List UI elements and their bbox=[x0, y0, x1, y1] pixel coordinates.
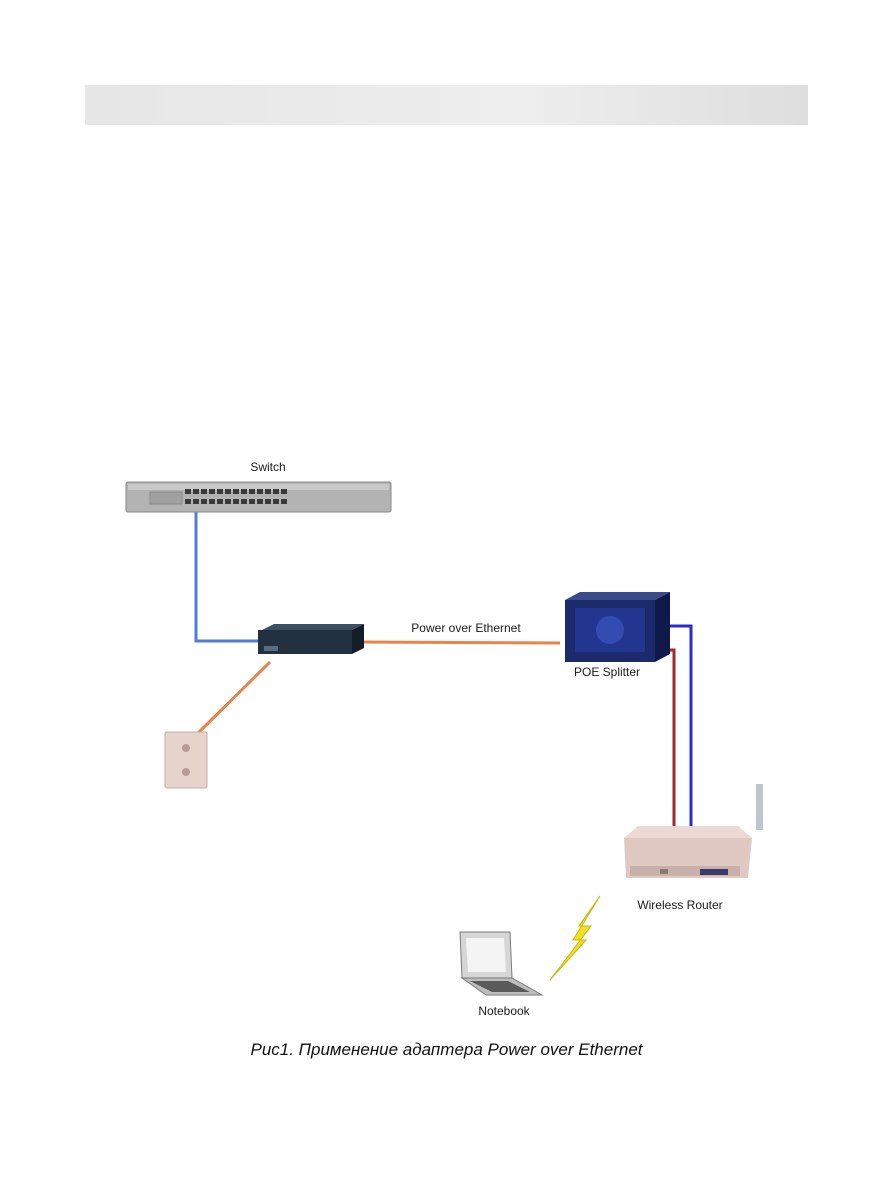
power-cable-outlet-to-injector bbox=[193, 662, 270, 738]
poe-splitter-label: POE Splitter bbox=[574, 665, 640, 679]
poe-injector-icon bbox=[258, 624, 364, 654]
power-outlet-icon bbox=[165, 732, 207, 788]
poe-cable-injector-to-splitter bbox=[363, 642, 560, 643]
poe-splitter-icon bbox=[565, 592, 670, 662]
power-cable-splitter-to-router bbox=[656, 650, 674, 826]
figure-caption: Рис1. Применение адаптера Power over Eth… bbox=[0, 1040, 893, 1060]
notebook-icon bbox=[460, 932, 542, 995]
notebook-label: Notebook bbox=[478, 1004, 530, 1018]
wireless-router-icon bbox=[624, 784, 763, 878]
network-switch-icon bbox=[126, 482, 391, 512]
switch-label: Switch bbox=[250, 460, 285, 474]
wireless-router-label: Wireless Router bbox=[637, 898, 722, 912]
poe-link-label: Power over Ethernet bbox=[411, 621, 521, 635]
lightning-bolt-icon bbox=[550, 896, 600, 980]
ethernet-cable-switch-to-injector bbox=[196, 510, 258, 641]
